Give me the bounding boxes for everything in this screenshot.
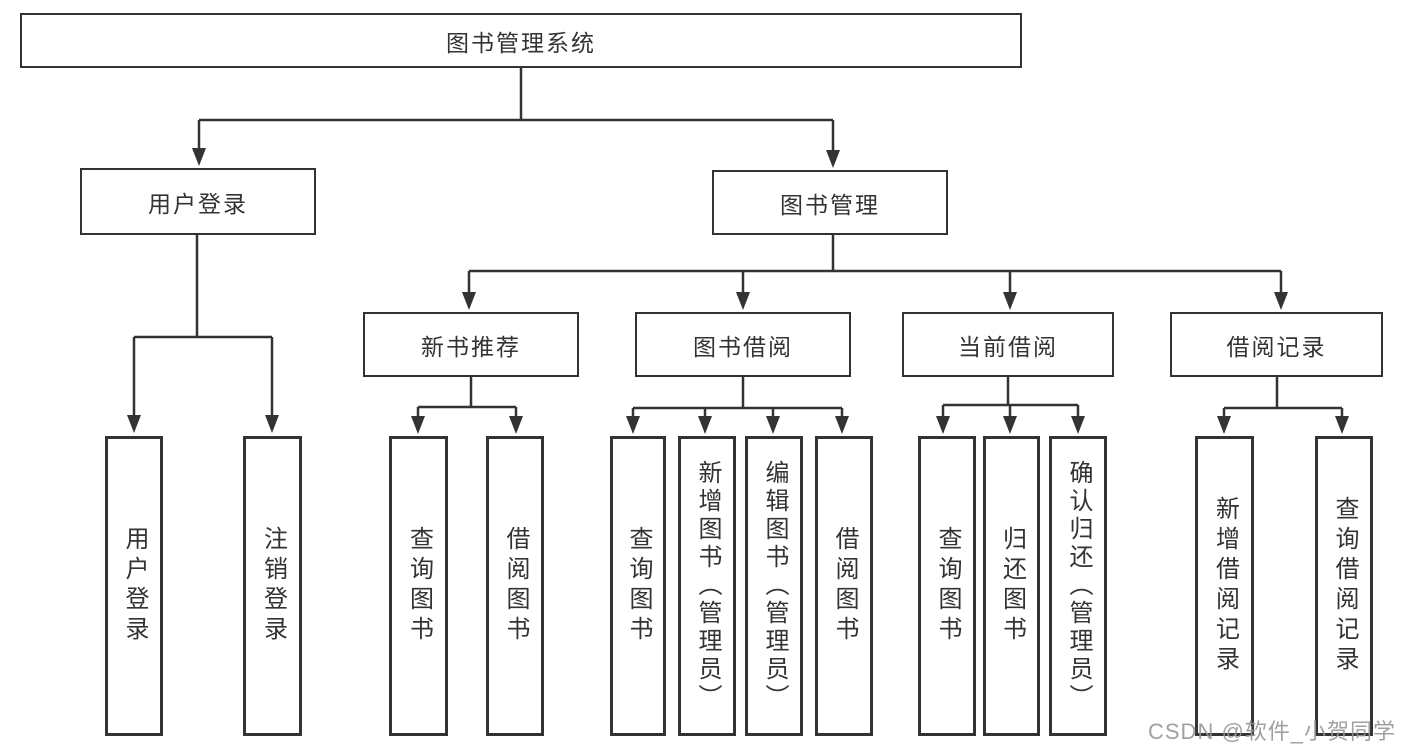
leaf-logout: 注销登录 <box>243 436 302 736</box>
leaf-add-borrow-record: 新增借阅记录 <box>1195 436 1254 736</box>
leaf-confirm-return-admin: 确认归还（管理员） <box>1049 436 1107 736</box>
leaf-borrow-books: 借阅图书 <box>815 436 873 736</box>
leaf-add-book-admin: 新增图书（管理员） <box>678 436 736 736</box>
leaf-borrow-books-recommend: 借阅图书 <box>486 436 544 736</box>
leaf-edit-book-admin: 编辑图书（管理员） <box>745 436 803 736</box>
node-borrow-records: 借阅记录 <box>1170 312 1383 377</box>
node-root-library-system: 图书管理系统 <box>20 13 1022 68</box>
node-book-management: 图书管理 <box>712 170 948 235</box>
leaf-query-borrow-record: 查询借阅记录 <box>1315 436 1373 736</box>
leaf-return-book: 归还图书 <box>983 436 1040 736</box>
node-book-borrow: 图书借阅 <box>635 312 851 377</box>
node-user-login-group: 用户登录 <box>80 168 316 235</box>
leaf-query-books-borrow: 查询图书 <box>610 436 666 736</box>
csdn-watermark: CSDN @软件_小贺同学 <box>1148 719 1397 744</box>
leaf-query-books-recommend: 查询图书 <box>389 436 448 736</box>
leaf-user-login: 用户登录 <box>105 436 163 736</box>
leaf-query-books-current: 查询图书 <box>918 436 976 736</box>
node-new-book-recommend: 新书推荐 <box>363 312 579 377</box>
node-current-borrow: 当前借阅 <box>902 312 1114 377</box>
